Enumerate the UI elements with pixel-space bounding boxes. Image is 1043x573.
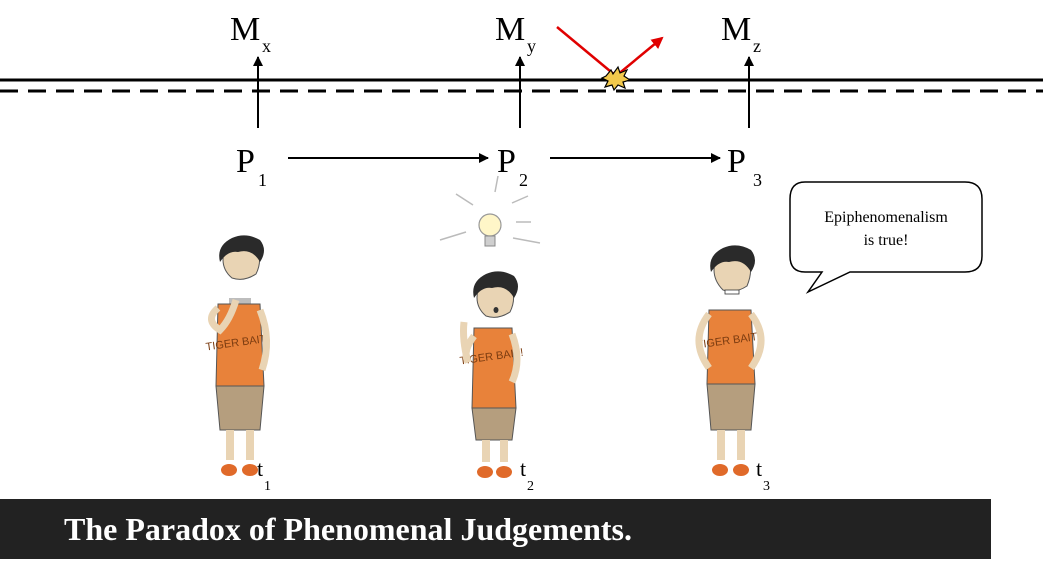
mental-state-subscript: y (527, 36, 536, 56)
mental-state-subscript: z (753, 36, 761, 56)
title-bar: The Paradox of Phenomenal Judgements. (0, 499, 991, 559)
time-subscript: 3 (763, 479, 770, 494)
physical-state-3: P 3 (727, 143, 762, 190)
physical-state-label: P (727, 143, 746, 180)
time-subscript: 2 (527, 479, 534, 494)
deflected-causation-arrow (556, 26, 664, 77)
physical-state-subscript: 2 (519, 170, 528, 190)
person-figure-t3: TIGER BAIT! (695, 245, 765, 476)
time-label-t2: t 2 (520, 456, 534, 494)
physical-state-1: P 1 (236, 143, 267, 190)
time-label: t (756, 456, 762, 481)
time-subscript: 1 (264, 479, 271, 494)
physical-state-2: P 2 (497, 143, 528, 190)
mental-state-label: M (721, 11, 751, 48)
slide-title: The Paradox of Phenomenal Judgements. (64, 511, 632, 547)
physical-state-subscript: 3 (753, 170, 762, 190)
time-label-t1: t 1 (257, 456, 271, 494)
person-figure-t2: TIGER BAIT! (459, 271, 524, 478)
mental-state-label: M (230, 11, 260, 48)
mental-state-y: M y (495, 11, 536, 56)
speech-bubble-line-1: Epiphenomenalism (824, 209, 948, 226)
physical-state-subscript: 1 (258, 170, 267, 190)
physical-state-label: P (497, 143, 516, 180)
time-label-t3: t 3 (756, 456, 770, 494)
time-label: t (520, 456, 526, 481)
mental-state-subscript: x (262, 36, 271, 56)
person-figure-t1: TIGER BAIT! (205, 235, 270, 476)
mental-state-x: M x (230, 11, 271, 56)
impact-burst-icon (600, 65, 632, 92)
physical-state-label: P (236, 143, 255, 180)
mental-state-label: M (495, 11, 525, 48)
speech-bubble-line-2: is true! (864, 232, 909, 249)
lightbulb-icon (439, 175, 541, 247)
speech-bubble: Epiphenomenalism is true! (789, 181, 983, 294)
time-label: t (257, 456, 263, 481)
mental-state-z: M z (721, 11, 761, 56)
